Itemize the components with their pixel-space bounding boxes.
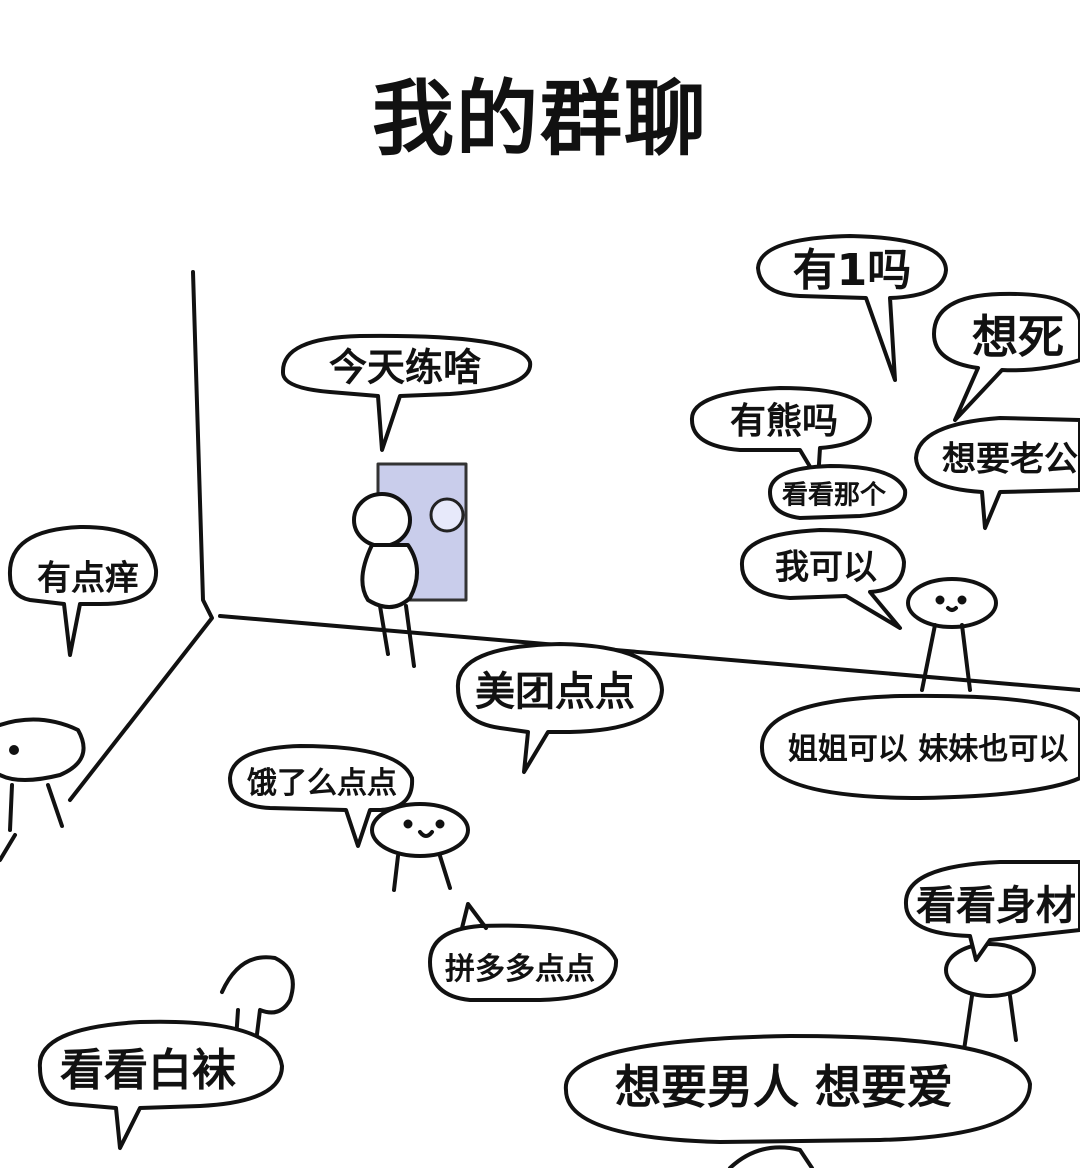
bubble-shape-baiwa	[37, 1019, 284, 1150]
figure-right	[906, 577, 998, 629]
figure-left	[0, 717, 86, 782]
figure-bottom-right	[944, 942, 1036, 998]
bubble-shape-youxiong	[690, 386, 872, 482]
bubble-text-aiya: 想要男人 想要爱	[614, 1060, 954, 1114]
bubble-shape-eleme	[228, 744, 415, 848]
bubble-shape-nage	[768, 464, 908, 520]
bubble-shape-youdian	[7, 524, 159, 657]
bubble-shape-you1	[756, 234, 948, 382]
bubble-shape-meituan	[455, 642, 664, 774]
bubble-shape-aiya	[563, 1034, 1032, 1144]
bubble-text-laogong: 想要老公	[942, 439, 1078, 480]
bubble-text-eleme: 饿了么点点	[247, 766, 397, 801]
floor-line	[218, 614, 1080, 692]
figure-at-door	[429, 497, 465, 533]
page-title: 我的群聊	[371, 72, 708, 167]
bubble-text-nage: 看看那个	[781, 480, 887, 511]
wall-line	[68, 270, 214, 802]
bubble-text-wokeyi: 我可以	[775, 547, 877, 588]
bubble-text-jintian: 今天练啥	[328, 345, 482, 390]
bubble-text-shencai: 看看身材	[916, 883, 1076, 929]
bubble-shape-wokeyi	[739, 528, 906, 630]
bubble-text-jiejie: 姐姐可以 妹妹也可以	[787, 732, 1069, 767]
bubble-text-youdian: 有点痒	[37, 558, 139, 599]
bubble-text-youxiong: 有熊吗	[729, 401, 839, 442]
bubble-text-baiwa: 看看白袜	[60, 1045, 236, 1096]
bubble-text-pdd: 拼多多点点	[445, 952, 595, 987]
bubble-shape-pdd	[428, 902, 619, 1002]
bubble-text-xiangsi: 想死	[972, 310, 1064, 364]
bubble-text-meituan: 美团点点	[475, 669, 635, 715]
bubble-shape-laogong	[914, 416, 1080, 530]
bubble-shape-xiangsi	[932, 291, 1080, 422]
bubble-shape-jintian	[280, 333, 533, 452]
bubble-shape-jiejie	[759, 693, 1080, 800]
figure-center	[370, 802, 470, 858]
bubble-shape-shencai	[903, 860, 1080, 962]
bubble-text-you1: 有1吗	[792, 245, 912, 296]
